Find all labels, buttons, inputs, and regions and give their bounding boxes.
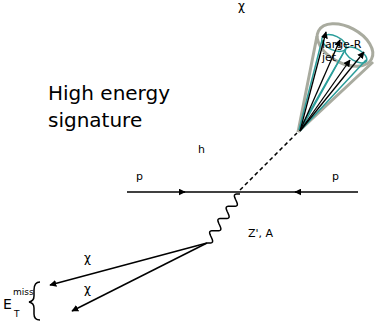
proton-line — [240, 191, 297, 193]
jet-cone — [298, 15, 378, 132]
particle-label: χ — [238, 0, 245, 14]
particle-label: χ — [84, 252, 91, 266]
proton-line — [127, 191, 185, 193]
mediator-wave — [207, 194, 240, 243]
proton-line — [295, 191, 358, 193]
proton-label: p — [136, 171, 143, 184]
met-symbol: E — [3, 296, 12, 312]
met-superscript: miss — [13, 287, 34, 297]
signature-title: High energy signature — [48, 80, 176, 134]
higgs-line — [240, 133, 297, 190]
proton-label: p — [332, 171, 339, 184]
jet-label: large-R jet — [322, 38, 374, 64]
proton-line — [183, 191, 240, 193]
dm-arrow — [72, 243, 207, 311]
particle-label: h — [198, 144, 205, 157]
met-subscript: T — [14, 309, 20, 319]
particle-label: χ — [84, 283, 91, 297]
dm-arrow — [50, 243, 207, 285]
mediator-label: Z', A — [248, 228, 273, 241]
